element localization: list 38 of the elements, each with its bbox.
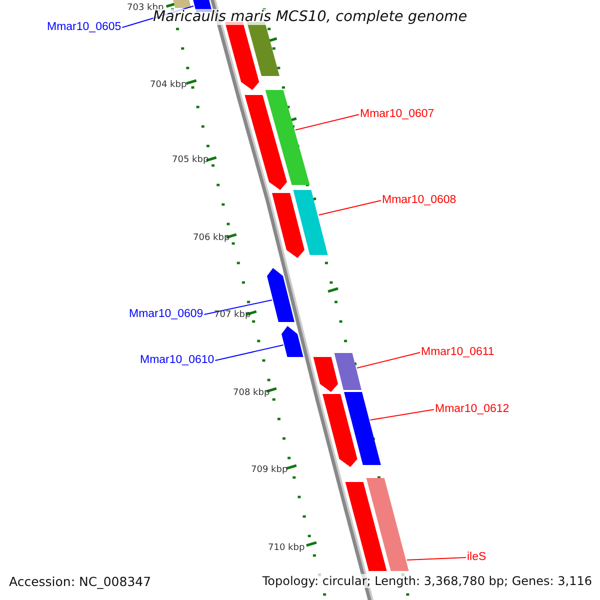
scale-label: 707 kbp xyxy=(214,310,251,320)
leader-line xyxy=(318,200,382,216)
gene-label: Mmar10_0609 xyxy=(129,308,204,321)
gene-feature xyxy=(272,193,304,258)
leader-line xyxy=(214,344,284,361)
gene-feature xyxy=(282,326,304,357)
leader-line xyxy=(370,409,434,420)
gene-feature xyxy=(366,478,409,571)
scale-label: 709 kbp xyxy=(251,465,288,475)
gene-feature xyxy=(344,392,381,465)
scale-label: 706 kbp xyxy=(193,233,230,243)
gene-label: Mmar10_0607 xyxy=(360,108,434,121)
gene-label: ileS xyxy=(467,551,486,564)
gene-feature xyxy=(322,394,358,467)
scale-label: 710 kbp xyxy=(268,543,305,553)
gene-label: Mmar10_0610 xyxy=(140,354,214,367)
scale-label: 705 kbp xyxy=(172,155,209,165)
leader-line xyxy=(204,300,272,315)
gene-label: Mmar10_0605 xyxy=(47,21,122,34)
gene-feature xyxy=(265,90,310,185)
leader-line xyxy=(294,114,360,130)
gene-label: Mmar10_0608 xyxy=(382,194,456,207)
gene-feature xyxy=(224,22,260,90)
gene-label: Mmar10_0612 xyxy=(435,403,510,416)
gene-feature xyxy=(334,353,362,390)
scale-label: 708 kbp xyxy=(233,388,270,398)
gene-feature xyxy=(267,268,294,322)
gene-feature xyxy=(313,357,338,392)
gene-feature xyxy=(244,95,287,190)
gene-feature xyxy=(246,22,280,76)
scale-label: 704 kbp xyxy=(150,80,187,90)
leader-line xyxy=(356,352,420,368)
gene-label: Mmar10_0611 xyxy=(421,346,494,359)
leader-line xyxy=(406,557,466,560)
gene-feature xyxy=(293,190,328,255)
gene-feature xyxy=(345,482,387,571)
accession-label: Accession: NC_008347 xyxy=(9,574,152,589)
genome-stats: Topology: circular; Length: 3,368,780 bp; Genes: 3,116 xyxy=(262,574,592,588)
